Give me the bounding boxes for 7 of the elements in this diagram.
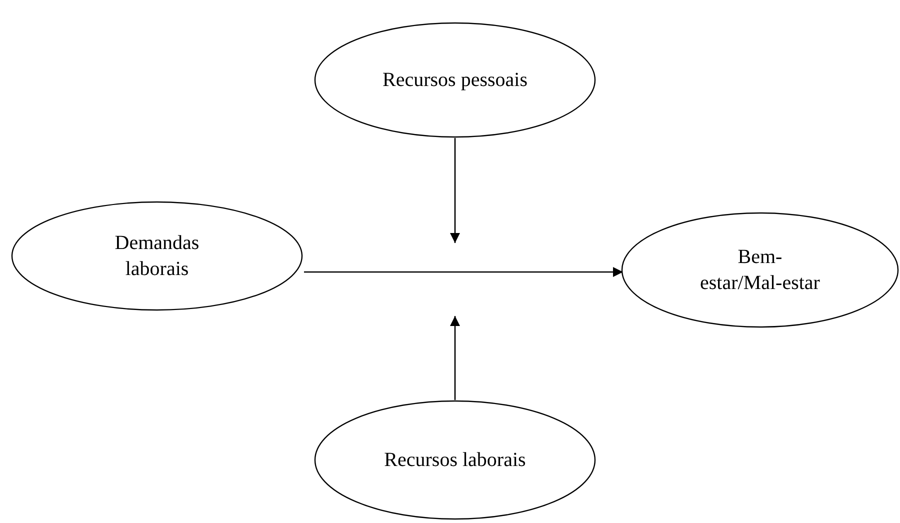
arrow <box>304 267 623 277</box>
node-label: Bem- estar/Mal-estar <box>699 245 821 296</box>
node-label: Recursos laborais <box>383 448 527 473</box>
arrow <box>450 138 460 243</box>
node-label: Demandas laborais <box>114 231 200 282</box>
arrow <box>450 316 460 400</box>
node-label: Recursos pessoais <box>382 68 528 93</box>
